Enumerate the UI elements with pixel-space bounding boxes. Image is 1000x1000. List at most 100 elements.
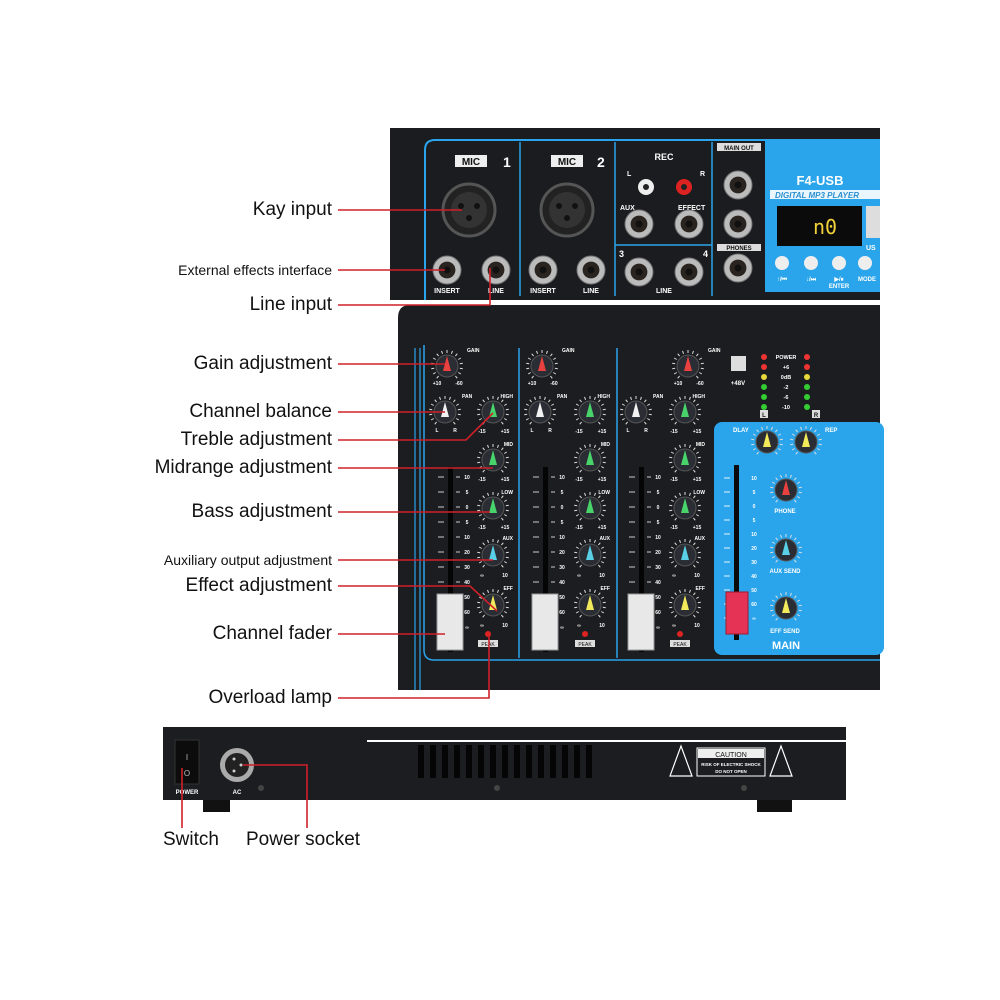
eff-label: EFF (696, 586, 705, 592)
mid-knob[interactable] (669, 444, 701, 473)
power-switch[interactable]: IO (174, 739, 200, 785)
main-out-l-jack[interactable] (723, 170, 753, 200)
line-jack-2[interactable] (576, 255, 606, 285)
xlr-input-2[interactable] (539, 182, 595, 238)
line-jack-4[interactable] (674, 257, 704, 287)
mid-label: MID (696, 442, 706, 448)
pan-knob[interactable] (524, 396, 556, 425)
next-button[interactable] (804, 256, 818, 270)
send-min-label: ∞ (480, 573, 484, 579)
eff-label: EFF (601, 586, 610, 592)
pan-label: PAN (557, 394, 568, 400)
gain-knob[interactable] (672, 350, 704, 379)
gain-knob[interactable] (431, 350, 463, 379)
meter-led-l (761, 354, 767, 360)
meter-l: L (762, 413, 766, 419)
eq-max-label: +15 (693, 429, 702, 435)
low-knob[interactable] (477, 492, 509, 521)
main-out-r-jack[interactable] (723, 209, 753, 239)
peak-lamp (582, 631, 588, 637)
eq-min-label: -15 (478, 429, 485, 435)
low-label: LOW (693, 490, 705, 496)
effect-jack[interactable] (674, 209, 704, 239)
main-scale-label: 5 (753, 518, 756, 524)
aux-knob[interactable] (574, 539, 606, 568)
aux-knob[interactable] (669, 539, 701, 568)
gain-min-label: +10 (433, 381, 442, 387)
mode-button[interactable] (858, 256, 872, 270)
eq-max-label: +15 (598, 525, 607, 531)
scale-label: 60 (655, 610, 661, 616)
high-knob[interactable] (669, 396, 701, 425)
scale-label: 30 (655, 565, 661, 571)
channel-fader-cap[interactable] (627, 593, 655, 651)
pan-l-label: L (435, 428, 438, 434)
play-button[interactable] (832, 256, 846, 270)
pan-r-label: R (548, 428, 552, 434)
callout-kay-input: Kay input (252, 199, 332, 220)
channel-fader-cap[interactable] (436, 593, 464, 651)
insert-jack-2[interactable] (528, 255, 558, 285)
scale-label: 40 (559, 580, 565, 586)
main-scale-label: 0 (753, 504, 756, 510)
phone-knob[interactable] (770, 474, 802, 503)
insert-jack-1[interactable] (432, 255, 462, 285)
pan-knob[interactable] (620, 396, 652, 425)
high-knob[interactable] (574, 396, 606, 425)
main-fader-cap[interactable] (725, 591, 749, 635)
callout-midrange: Midrange adjustment (154, 457, 332, 478)
send-min-label: ∞ (577, 623, 581, 629)
scale-label: 10 (559, 475, 565, 481)
low-knob[interactable] (574, 492, 606, 521)
line-label-2: LINE (583, 288, 599, 295)
line-label-1: LINE (488, 288, 504, 295)
low-knob[interactable] (669, 492, 701, 521)
peak-label: PEAK (578, 642, 592, 648)
line-jack-1[interactable] (481, 255, 511, 285)
phones-jack[interactable] (723, 253, 753, 283)
line-jack-3[interactable] (624, 257, 654, 287)
aux-label: AUX (620, 205, 635, 212)
peak-label-bg (575, 640, 595, 647)
xlr-input-1[interactable] (441, 182, 497, 238)
meter-led-l (761, 364, 767, 370)
scale-label: 5 (657, 490, 660, 496)
eff-send-knob[interactable] (770, 592, 802, 621)
main-scale-label: 20 (751, 546, 757, 552)
ac-power-socket[interactable] (220, 748, 254, 782)
aux-send-knob[interactable] (770, 534, 802, 563)
callout-line-input: Line input (249, 294, 332, 315)
send-min-label: ∞ (577, 573, 581, 579)
main-scale-label: ∞ (752, 616, 756, 622)
main-scale-label: 5 (753, 490, 756, 496)
vent-slot (574, 745, 580, 778)
high-label: HIGH (693, 394, 706, 400)
eff-knob[interactable] (669, 589, 701, 618)
eq-min-label: -15 (670, 525, 677, 531)
warning-line-1: RISK OF ELECTRIC SHOCK (701, 762, 761, 767)
aux-send-label: AUX SEND (769, 569, 801, 575)
vent-slot (586, 745, 592, 778)
aux-jack[interactable] (624, 209, 654, 239)
channel-fader-cap[interactable] (531, 593, 559, 651)
main-scale-label: 60 (751, 602, 757, 608)
scale-label: 20 (655, 550, 661, 556)
player-display (777, 206, 862, 246)
scale-label: 10 (655, 535, 661, 541)
main-fader-track (734, 465, 739, 640)
prev-button[interactable] (775, 256, 789, 270)
callout-power-socket: Power socket (246, 829, 361, 850)
mid-knob[interactable] (477, 444, 509, 473)
scale-label: 50 (655, 595, 661, 601)
scale-label: 60 (464, 610, 470, 616)
gain-knob[interactable] (526, 350, 558, 379)
aux-label: AUX (502, 536, 513, 542)
scale-label: 5 (657, 520, 660, 526)
scale-label: ∞ (465, 625, 469, 631)
delay-knob[interactable] (751, 426, 783, 455)
eff-knob[interactable] (574, 589, 606, 618)
line34-label: LINE (656, 288, 672, 295)
mid-knob[interactable] (574, 444, 606, 473)
repeat-knob[interactable] (790, 426, 822, 455)
phantom-power-button[interactable] (731, 356, 746, 371)
